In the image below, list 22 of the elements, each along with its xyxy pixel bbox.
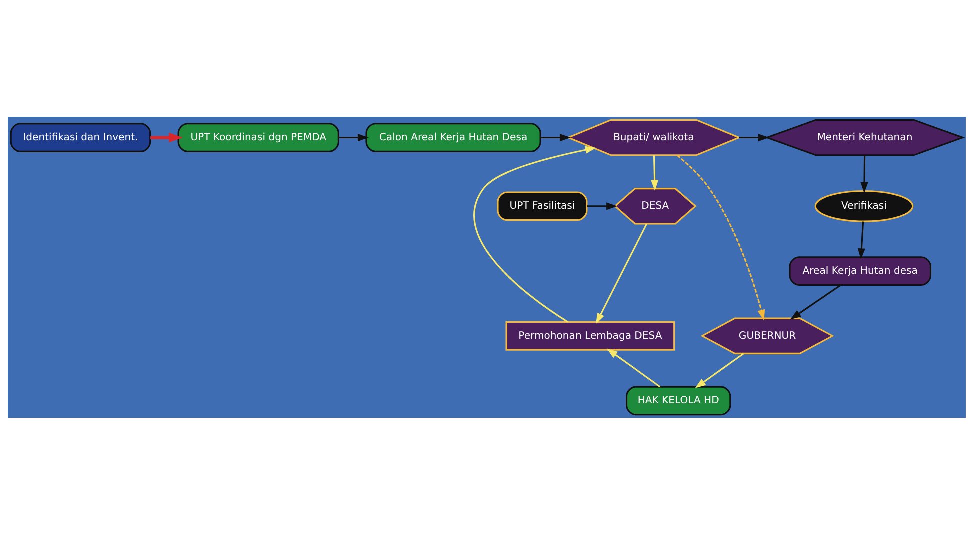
arrow — [739, 134, 770, 142]
node-box: UPT Koordinasi dgn PEMDA — [178, 123, 340, 152]
arrow — [607, 348, 661, 388]
arrow — [676, 154, 766, 321]
node-box: Identifikasi dan Invent. — [10, 123, 152, 152]
arrow — [338, 134, 369, 142]
arrow — [596, 224, 648, 324]
node-box: HAK KELOLA HD — [626, 386, 732, 416]
node-ellipse: Verifikasi — [814, 190, 914, 222]
arrow — [860, 155, 868, 194]
arrow — [540, 134, 571, 142]
arrow — [695, 353, 744, 388]
node-box: Areal Kerja Hutan desa — [789, 256, 932, 286]
arrow — [858, 222, 866, 260]
arrow — [790, 284, 842, 320]
node-box: UPT Fasilitasi — [497, 192, 588, 222]
arrow — [587, 202, 618, 210]
node-box: Permohonan Lembaga DESA — [506, 321, 676, 351]
node-box: Calon Areal Kerja Hutan Desa — [366, 123, 542, 152]
arrow — [150, 132, 184, 143]
arrow — [651, 155, 659, 192]
arrow — [474, 146, 596, 323]
